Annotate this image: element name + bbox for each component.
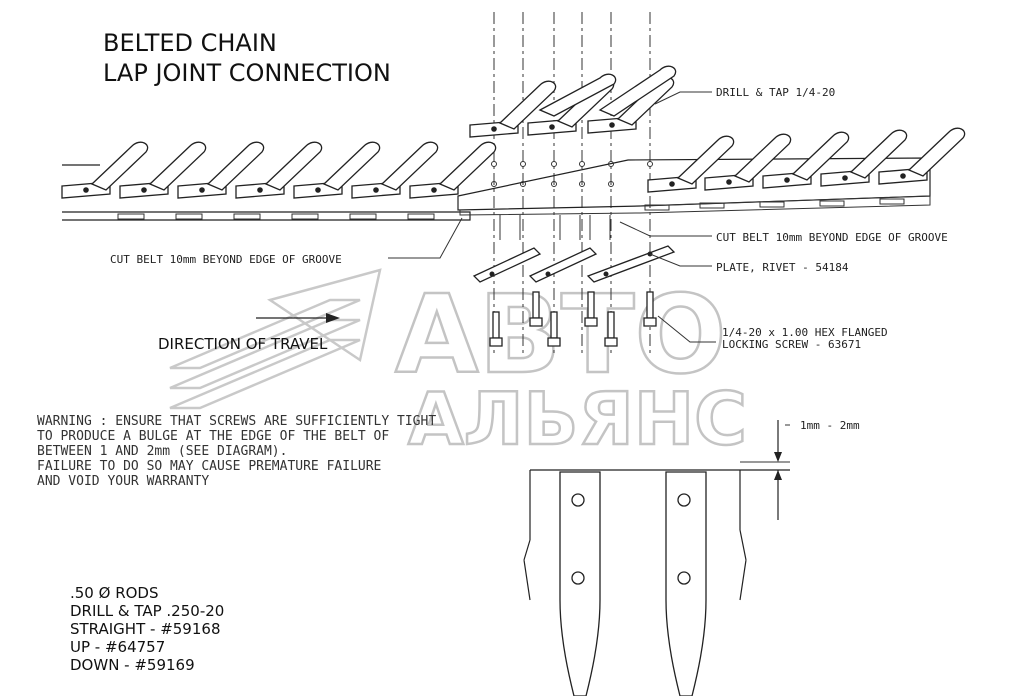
screw	[489, 311, 503, 347]
watermark-text-1: АВТО	[395, 273, 726, 398]
callout-plate-rivet: PLATE, RIVET - 54184	[716, 261, 849, 274]
rod-specs: .50 Ø RODS DRILL & TAP .250-20 STRAIGHT …	[70, 584, 224, 674]
callout-screw-line-1: 1/4-20 x 1.00 HEX FLANGED	[722, 326, 888, 339]
callout-drill-tap: DRILL & TAP 1/4-20	[716, 86, 835, 99]
spec-line: DRILL & TAP .250-20	[70, 602, 224, 620]
belt-grooves-left	[117, 213, 435, 220]
callout-cut-belt-left: CUT BELT 10mm BEYOND EDGE OF GROOVE	[110, 253, 342, 266]
warning-text: WARNING : ENSURE THAT SCREWS ARE SUFFICI…	[37, 414, 436, 489]
warning-line: TO PRODUCE A BULGE AT THE EDGE OF THE BE…	[37, 429, 389, 444]
chain-links-left	[61, 141, 497, 199]
watermark-emblem	[169, 268, 382, 410]
chain-links-joint	[469, 65, 677, 138]
spec-line: STRAIGHT - #59168	[70, 620, 220, 638]
callout-screw-line-2: LOCKING SCREW - 63671	[722, 338, 861, 351]
screw	[584, 291, 598, 327]
hex-screws	[489, 291, 657, 347]
spec-line: DOWN - #59169	[70, 656, 195, 674]
belt-assembly	[62, 157, 931, 240]
bulge-detail: 1mm - 2mm	[523, 419, 860, 696]
direction-of-travel-label: DIRECTION OF TRAVEL	[158, 335, 328, 353]
screw	[529, 291, 543, 327]
direction-of-travel: DIRECTION OF TRAVEL	[158, 313, 340, 353]
spec-line: UP - #64757	[70, 638, 165, 656]
warning-line: AND VOID YOUR WARRANTY	[37, 474, 209, 489]
screw	[604, 311, 618, 347]
centerlines	[493, 12, 651, 355]
arrow-down-icon	[774, 452, 782, 462]
arrow-right-icon	[326, 313, 340, 323]
warning-line: WARNING : ENSURE THAT SCREWS ARE SUFFICI…	[37, 414, 436, 429]
leader-lines	[388, 91, 790, 426]
screw	[643, 291, 657, 327]
arrow-up-icon	[774, 470, 782, 480]
callout-cut-belt-right: CUT BELT 10mm BEYOND EDGE OF GROOVE	[716, 231, 948, 244]
watermark-text-2: АЛЬЯНС	[408, 377, 747, 461]
gap-dimension-label: 1mm - 2mm	[800, 419, 860, 432]
spec-line: .50 Ø RODS	[70, 584, 159, 602]
warning-line: FAILURE TO DO SO MAY CAUSE PREMATURE FAI…	[37, 459, 381, 474]
diagram-title-line-1: BELTED CHAIN	[103, 29, 277, 57]
warning-line: BETWEEN 1 AND 2mm (SEE DIAGRAM).	[37, 444, 287, 459]
belt-grooves-right	[644, 198, 905, 211]
screw	[547, 311, 561, 347]
watermark-logo: АВТО АЛЬЯНС	[169, 268, 748, 462]
diagram-title-line-2: LAP JOINT CONNECTION	[103, 59, 391, 87]
